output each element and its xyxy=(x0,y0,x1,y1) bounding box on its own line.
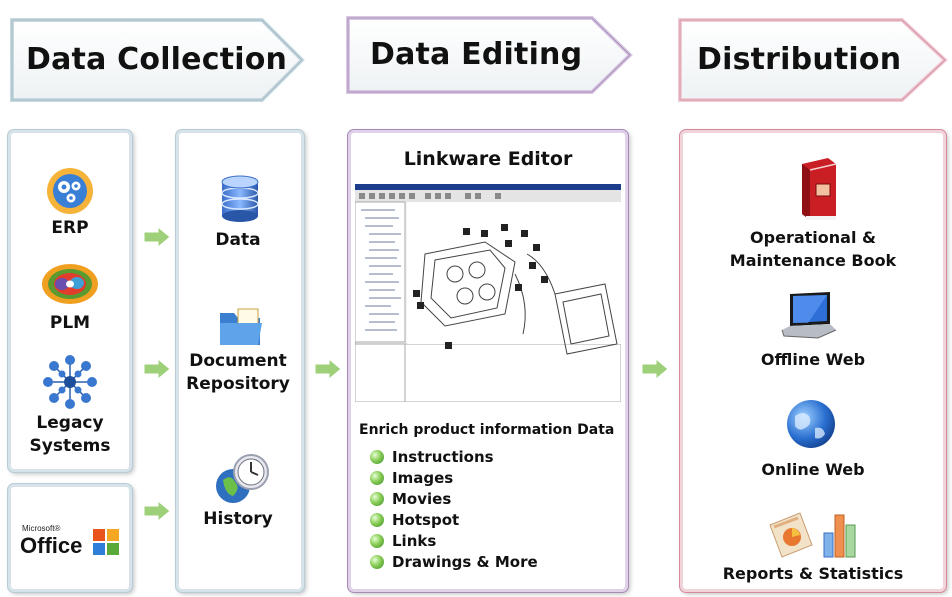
legacy-label-line2: Systems xyxy=(29,436,111,456)
green-bullet-icon xyxy=(370,492,384,506)
header-data-collection: Data Collection xyxy=(26,42,288,77)
green-arrow-icon xyxy=(143,500,171,522)
green-bullet-icon xyxy=(370,555,384,569)
laptop-icon xyxy=(781,292,837,339)
clock-globe-icon xyxy=(216,454,269,503)
green-arrow-icon xyxy=(314,358,342,380)
erp-label: ERP xyxy=(51,218,89,238)
legacy-label-line1: Legacy xyxy=(36,413,104,433)
header-data-editing: Data Editing xyxy=(370,37,583,72)
erp-gears-icon xyxy=(47,168,93,214)
green-bullet-icon xyxy=(370,450,384,464)
database-icon xyxy=(221,175,259,222)
editor-screenshot xyxy=(355,184,621,402)
editor-item-movies: Movies xyxy=(370,489,451,509)
book-label-line2: Maintenance Book xyxy=(729,251,897,270)
green-bullet-icon xyxy=(370,471,384,485)
office-logo-icon xyxy=(93,529,119,555)
plm-gear-icon xyxy=(42,264,98,304)
document-label-line2: Repository xyxy=(186,374,290,394)
red-book-icon xyxy=(802,158,837,220)
editor-item-hotspot: Hotspot xyxy=(370,510,459,530)
folder-document-icon xyxy=(220,308,262,345)
editor-item-images: Images xyxy=(370,468,453,488)
header-distribution: Distribution xyxy=(697,42,902,77)
green-arrow-icon xyxy=(641,358,669,380)
document-label-line1: Document xyxy=(189,351,287,371)
charts-icon xyxy=(769,512,856,558)
editor-item-drawings: Drawings & More xyxy=(370,552,538,572)
editor-title: Linkware Editor xyxy=(403,148,573,170)
globe-icon xyxy=(787,400,835,448)
green-arrow-icon xyxy=(143,358,171,380)
green-bullet-icon xyxy=(370,534,384,548)
network-nodes-icon xyxy=(43,355,97,409)
green-arrow-icon xyxy=(143,226,171,248)
office-label: Office xyxy=(20,533,83,558)
enrich-title: Enrich product information Data xyxy=(359,422,615,438)
office-small-label: Microsoft® xyxy=(22,524,61,533)
editor-item-instructions: Instructions xyxy=(370,447,494,467)
header-arrows xyxy=(10,16,948,102)
online-web-label: Online Web xyxy=(761,460,865,479)
green-bullet-icon xyxy=(370,513,384,527)
offline-web-label: Offline Web xyxy=(760,350,866,369)
editor-item-links: Links xyxy=(370,531,436,551)
book-label-line1: Operational & xyxy=(750,228,876,247)
history-label: History xyxy=(203,509,273,529)
data-label: Data xyxy=(215,230,261,250)
reports-label: Reports & Statistics xyxy=(722,564,904,583)
plm-label: PLM xyxy=(49,313,91,333)
